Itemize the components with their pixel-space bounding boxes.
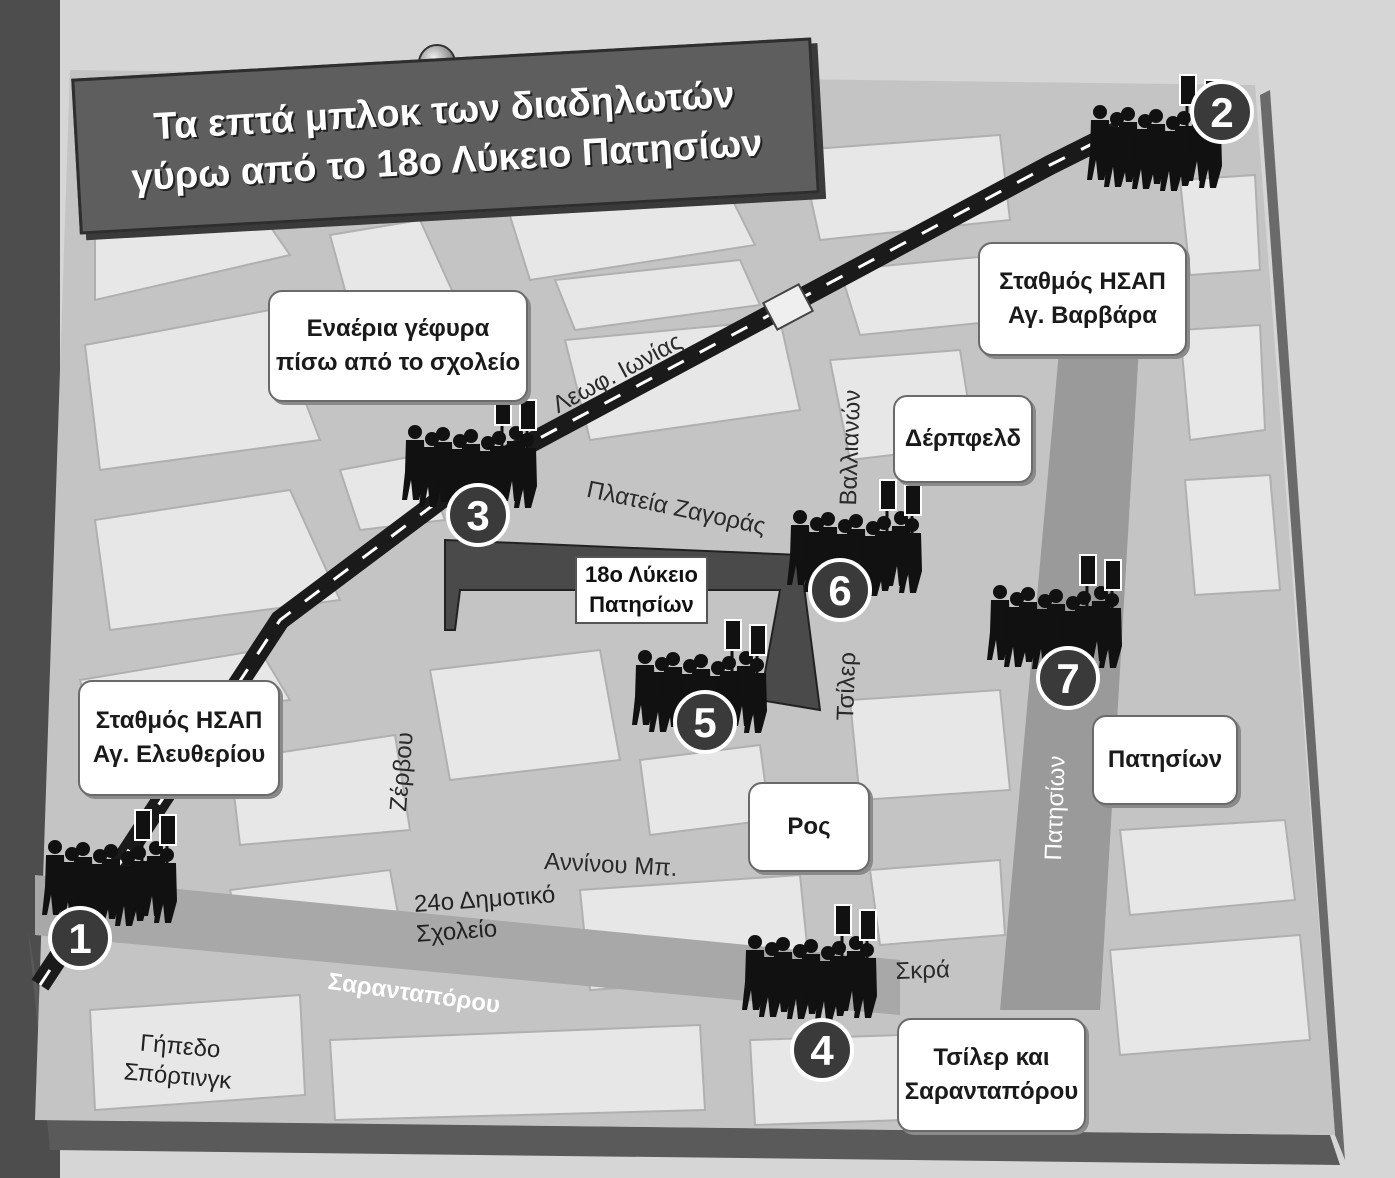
- protester-block-3: 3: [402, 394, 537, 547]
- crowd-icon: [742, 904, 877, 1021]
- street-vallianon: Βαλλιανών: [835, 389, 867, 506]
- block-number: 1: [68, 915, 91, 962]
- protester-block-2: 2: [1087, 74, 1254, 191]
- board-side: [28, 930, 1340, 1165]
- callout-block-4: Τσίλερ και Σαρανταπόρου: [897, 1018, 1086, 1132]
- block-number: 2: [1210, 89, 1233, 136]
- callout-block-5: Ρος: [748, 782, 870, 872]
- block-marker: [808, 558, 872, 622]
- protester-block-7: 7: [987, 554, 1122, 710]
- protester-block-1: 1: [42, 809, 177, 970]
- callout-block-1: Σταθμός ΗΣΑΠ Αγ. Ελευθερίου: [78, 680, 280, 796]
- block-marker: [446, 483, 510, 547]
- label-18o-lykeio: 18ο Λύκειο Πατησίων: [575, 556, 708, 624]
- crowd-icon: [1087, 74, 1222, 191]
- callout-block-3: Εναέρια γέφυρα πίσω από το σχολείο: [268, 290, 528, 402]
- block-marker: [1036, 646, 1100, 710]
- block-marker: [1190, 80, 1254, 144]
- callout-block-7: Πατησίων: [1092, 715, 1238, 805]
- block-marker: [673, 690, 737, 754]
- street-patision: Πατησίων: [1040, 755, 1071, 861]
- footbridge: [761, 283, 815, 331]
- crowd-icon: [42, 809, 177, 926]
- sarantaporou-road: [35, 875, 900, 1015]
- block-number: 5: [693, 699, 716, 746]
- board-side-right: [1260, 90, 1345, 1160]
- street-skra: Σκρά: [895, 956, 951, 985]
- callout-block-6: Δέρπφελδ: [893, 395, 1033, 483]
- street-tsiler: Τσίλερ: [832, 651, 862, 721]
- callout-block-2: Σταθμός ΗΣΑΠ Αγ. Βαρβάρα: [978, 242, 1187, 356]
- block-marker: [790, 1018, 854, 1082]
- block-marker: [48, 906, 112, 970]
- protester-block-5: 5: [632, 619, 767, 754]
- protester-block-4: 4: [742, 904, 877, 1082]
- crowd-layer: 1 2 3 4 5 6 7: [42, 74, 1254, 1082]
- label-gipedo-sporting: Γήπεδο Σπόρτινγκ: [122, 1029, 233, 1095]
- block-number: 3: [466, 492, 489, 539]
- block-number: 6: [828, 567, 851, 614]
- protester-block-6: 6: [787, 479, 922, 622]
- block-number: 4: [810, 1027, 834, 1074]
- block-number: 7: [1056, 655, 1079, 702]
- label-24o-dimotiko: 24ο Δημοτικό Σχολείο: [413, 881, 557, 948]
- school-footprint: [444, 538, 822, 712]
